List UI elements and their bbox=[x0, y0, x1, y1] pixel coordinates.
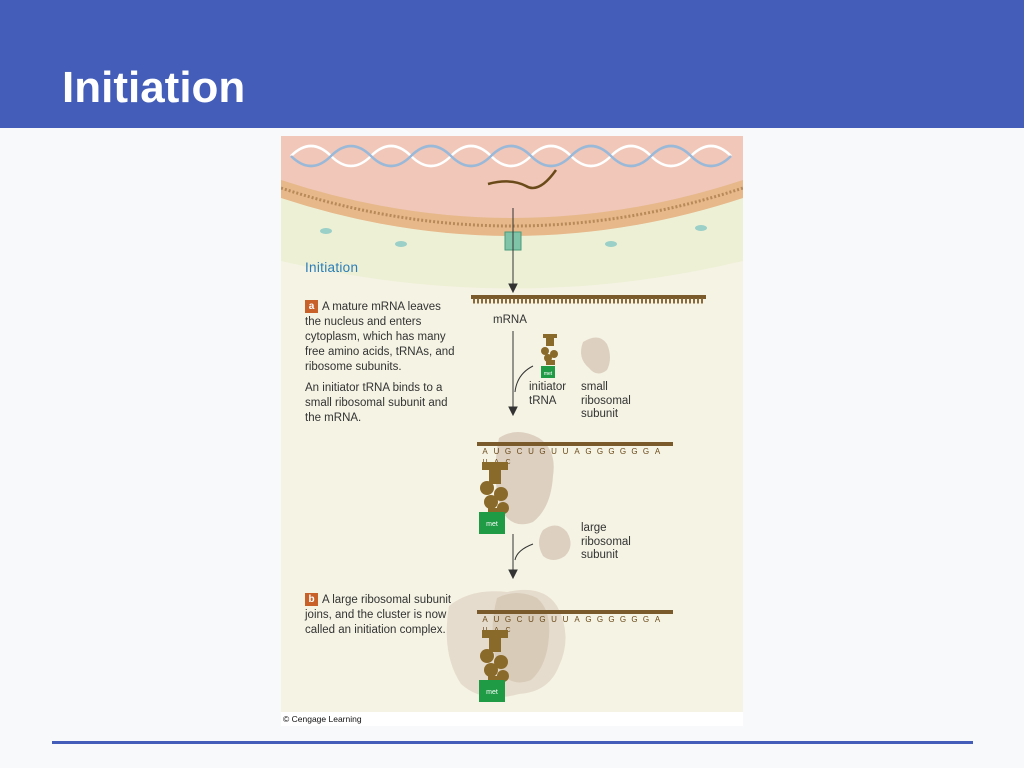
codon-bottom-0: A bbox=[482, 615, 488, 624]
large-subunit-free bbox=[539, 525, 571, 560]
codon-bottom-8: A bbox=[574, 615, 580, 624]
codon-mid-15: A bbox=[655, 447, 661, 456]
codon-mid-7: U bbox=[563, 447, 569, 456]
trna-mid bbox=[480, 462, 509, 514]
met-small bbox=[541, 366, 555, 378]
step-b-text1: A large ribosomal subunit joins, and the… bbox=[305, 594, 452, 636]
codon-mid-5: G bbox=[539, 447, 545, 456]
codon-bottom-9: G bbox=[585, 615, 591, 624]
mrna-strand-bottom bbox=[477, 610, 673, 614]
codon-mid-3: C bbox=[517, 447, 523, 456]
large-subunit-label: large ribosomal subunit bbox=[581, 522, 631, 561]
codon-mid-14: G bbox=[643, 447, 649, 456]
mrna-strand-top bbox=[471, 295, 706, 299]
codon-bottom-10: G bbox=[597, 615, 603, 624]
codon-mid-8: A bbox=[574, 447, 580, 456]
codon-mid-0: A bbox=[482, 447, 488, 456]
small-ribosome-mid bbox=[495, 432, 554, 525]
small-subunit-free bbox=[581, 337, 610, 374]
codon-bottom-15: A bbox=[655, 615, 661, 624]
codon-mid-10: G bbox=[597, 447, 603, 456]
met-label-mid: met bbox=[486, 521, 498, 528]
mrna-label: mRNA bbox=[493, 314, 527, 326]
codon-bottom-1: U bbox=[494, 615, 500, 624]
met-label-small: met bbox=[544, 371, 553, 377]
mrna-strand-mid bbox=[477, 442, 673, 446]
copyright-notice: © Cengage Learning bbox=[281, 712, 743, 726]
footer-divider bbox=[52, 741, 973, 744]
codon-bottom-6: U bbox=[551, 615, 557, 624]
step-a-badge: a bbox=[305, 300, 318, 313]
met-label-bottom: met bbox=[486, 689, 498, 696]
small-subunit-label: small ribosomal subunit bbox=[581, 381, 631, 420]
step-a-text1: A mature mRNA leaves the nucleus and ent… bbox=[305, 301, 455, 373]
codon-bottom-13: G bbox=[631, 615, 637, 624]
flow-arrows bbox=[508, 208, 534, 580]
codon-mid-4: U bbox=[528, 447, 534, 456]
trna-bottom bbox=[480, 630, 509, 682]
codon-mid-11: G bbox=[608, 447, 614, 456]
step-a-text2: An initiator tRNA binds to a small ribos… bbox=[305, 382, 448, 424]
codon-bottom-2: G bbox=[505, 615, 511, 624]
codon-bottom-12: G bbox=[620, 615, 626, 624]
slide-title: Initiation bbox=[62, 63, 246, 112]
initiator-trna-label: initiator tRNA bbox=[529, 381, 567, 407]
codon-bottom-7: U bbox=[563, 615, 569, 624]
codon-bottom-14: G bbox=[643, 615, 649, 624]
codon-mid-1: U bbox=[494, 447, 500, 456]
met-block-mid bbox=[479, 512, 505, 534]
codon-mid-9: G bbox=[585, 447, 591, 456]
nuclear-envelope bbox=[281, 178, 743, 236]
codon-mid-13: G bbox=[631, 447, 637, 456]
codon-mid-12: G bbox=[620, 447, 626, 456]
slide-header: Initiation bbox=[0, 0, 1024, 128]
codon-bottom-4: U bbox=[528, 615, 534, 624]
step-b-badge: b bbox=[305, 593, 318, 606]
envelope-dots bbox=[281, 186, 743, 228]
codon-bottom-3: C bbox=[517, 615, 523, 624]
initiator-trna bbox=[541, 334, 558, 365]
nucleus-interior bbox=[281, 136, 743, 218]
met-block-bottom bbox=[479, 680, 505, 702]
codon-mid-2: G bbox=[505, 447, 511, 456]
dna-strand-2 bbox=[290, 144, 732, 168]
codon-bottom-11: G bbox=[608, 615, 614, 624]
dna-strand-1 bbox=[290, 144, 732, 168]
mrna-transcript bbox=[487, 169, 558, 190]
codon-mid-6: U bbox=[551, 447, 557, 456]
codon-bottom-5: G bbox=[539, 615, 545, 624]
figure-title: Initiation bbox=[305, 260, 359, 275]
